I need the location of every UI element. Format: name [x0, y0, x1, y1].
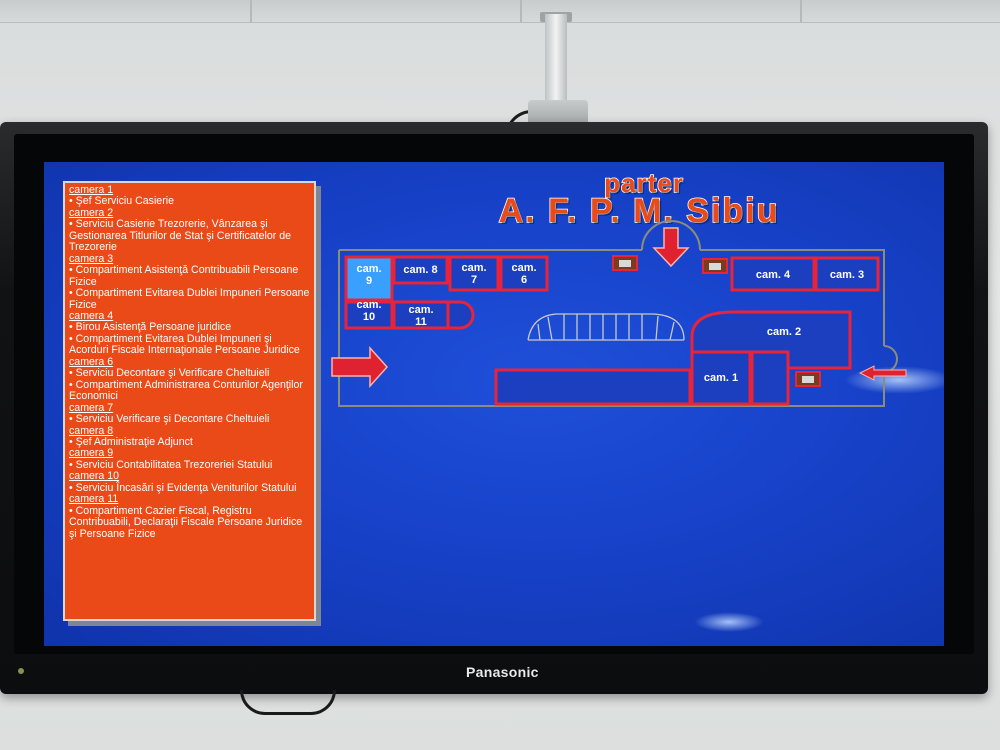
entrance-right-arc	[883, 345, 898, 373]
room-cam9-shape	[344, 255, 394, 302]
floor-plan	[331, 220, 907, 407]
building-outline	[338, 249, 885, 407]
room-cam4-shape	[730, 256, 816, 292]
room-cam8-label: cam. 8	[403, 264, 438, 276]
legend-department-item: • Compartiment Cazier Fiscal, Registru C…	[69, 504, 303, 540]
room-cam7-shape	[448, 255, 500, 292]
room-cam2-label: cam. 2	[766, 326, 802, 338]
legend-camera-heading: camera 6	[69, 355, 114, 368]
room-cam11-label: cam.11	[408, 304, 434, 328]
room-cam4-label: cam. 4	[755, 269, 791, 281]
legend-department-item: • Serviciu Încasări şi Evidenţa Venituri…	[69, 481, 297, 494]
screen-glare	[694, 612, 764, 632]
room-cam2-shape	[690, 310, 852, 370]
arrow-down-icon	[652, 227, 690, 268]
bottom-cable	[240, 690, 336, 715]
legend-department-item: • Şef Serviciu Casierie	[69, 195, 174, 208]
legend-department-item: • Şef Administraţie Adjunct	[69, 435, 193, 448]
legend-camera-heading: camera 1	[69, 184, 114, 196]
legend-camera-heading: camera 3	[69, 252, 114, 265]
legend-camera-heading: camera 11	[69, 493, 119, 506]
entrance-top-arc	[641, 220, 701, 251]
room-cam3-label: cam. 3	[829, 269, 865, 281]
room-cam1-side-shape	[750, 350, 790, 406]
room-cam1-shape	[690, 350, 752, 406]
legend-camera-heading: camera 7	[69, 401, 114, 414]
legend-department-item: • Serviciu Contabilitatea Trezoreriei St…	[69, 458, 273, 471]
cabinet-icon	[702, 258, 728, 274]
power-led-icon	[18, 668, 24, 674]
arrow-left-icon	[858, 365, 907, 381]
legend-department-item: • Birou Asistenţă Persoane juridice	[69, 321, 232, 334]
legend-department-item: • Compartiment Evitarea Dublei Impuneri …	[69, 287, 310, 311]
room-cam1-label: cam. 1	[703, 372, 739, 384]
ceiling	[0, 0, 1000, 23]
legend-department-item: • Compartiment Asistenţă Contribuabili P…	[69, 264, 299, 288]
legend-department-item: • Serviciu Casierie Trezorerie, Vânzarea…	[69, 218, 291, 254]
room-cam8-shape	[392, 255, 449, 285]
room-cam11-shape	[392, 300, 475, 330]
floor-title: parter	[603, 167, 684, 199]
legend-department-item: • Serviciu Decontare şi Verificare Chelt…	[69, 367, 270, 380]
room-cam9-label: cam.9	[356, 263, 382, 287]
mount-pole	[545, 14, 567, 114]
room-cam3-shape	[814, 256, 880, 292]
legend-camera-heading: camera 8	[69, 424, 114, 437]
arrow-right-icon	[331, 346, 389, 388]
room-cam7-label: cam.7	[461, 262, 487, 286]
legend-camera-heading: camera 4	[69, 309, 114, 322]
legend-department-item: • Compartiment Evitarea Dublei Impuneri …	[69, 332, 300, 357]
room-cam6-label: cam.6	[511, 262, 537, 286]
legend-department-item: • Compartiment Administrarea Conturilor …	[69, 378, 303, 403]
room-cam10-shape	[344, 300, 394, 330]
corridor-block	[494, 368, 692, 406]
staircase	[527, 313, 685, 341]
cabinet-icon	[795, 371, 821, 387]
room-cam6-shape	[499, 255, 549, 292]
building-title: A. F. P. M. Sibiu	[498, 191, 780, 231]
tv-brand-logo: Panasonic	[466, 664, 539, 680]
room-cam10-label: cam.10	[356, 299, 382, 323]
legend-camera-heading: camera 9	[69, 447, 114, 460]
legend-camera-heading: camera 2	[69, 206, 114, 219]
cabinet-icon	[612, 255, 638, 271]
legend-department-item: • Serviciu Verificare şi Decontare Chelt…	[69, 413, 270, 426]
legend-camera-heading: camera 10	[69, 470, 120, 483]
